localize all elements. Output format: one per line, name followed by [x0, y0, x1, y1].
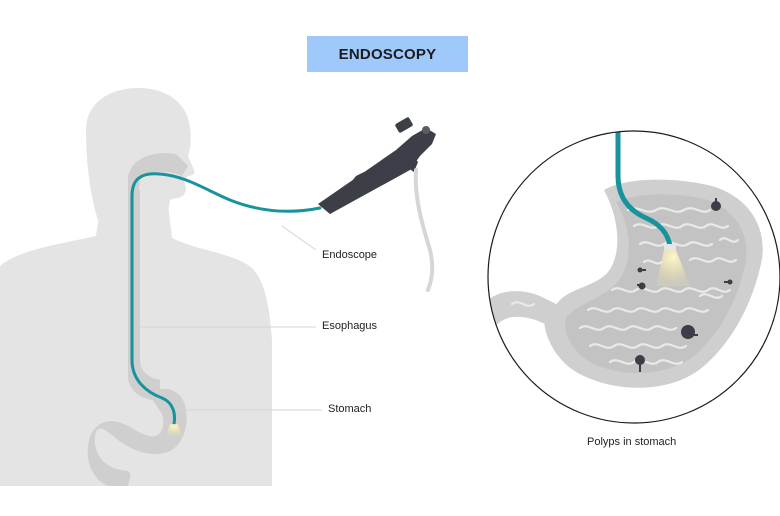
esophagus-shape	[128, 190, 160, 400]
endoscope-handle-icon	[318, 117, 436, 214]
endoscope-tube	[130, 172, 322, 426]
endoscope-label: Endoscope	[322, 249, 378, 261]
page-title: ENDOSCOPY	[338, 45, 437, 63]
handle-knob	[395, 117, 413, 133]
handle-cap	[408, 150, 418, 172]
title-background	[307, 36, 468, 72]
handle-grip	[340, 172, 364, 196]
stomach-zoom-view	[487, 130, 780, 424]
handle-valve	[422, 126, 430, 134]
polyps-label: Polyps in stomach	[587, 436, 677, 448]
body-stomach-shape	[87, 388, 187, 486]
leader-lines	[140, 225, 322, 411]
polyp-4-icon	[724, 279, 733, 285]
esophagus-label: Esophagus	[322, 320, 378, 332]
zoom-circle-border	[487, 130, 780, 424]
polyp-6-icon	[635, 355, 645, 372]
zoom-scope-tip	[664, 244, 676, 250]
scope-cable	[413, 168, 435, 292]
zoom-endoscope-tube	[615, 131, 673, 249]
oral-cavity	[128, 153, 188, 196]
endoscope-leader	[281, 225, 317, 251]
zoom-stomach-inner	[565, 194, 747, 374]
stomach-label: Stomach	[328, 403, 372, 415]
zoom-scope-light	[656, 250, 690, 286]
polyps	[635, 198, 733, 372]
scope-light	[166, 424, 182, 436]
polyp-5-icon	[681, 325, 698, 339]
polyp-1-icon	[711, 198, 721, 211]
head-shape	[86, 88, 195, 226]
zoom-intestine	[488, 291, 560, 340]
stomach-rugae	[510, 207, 740, 365]
polyp-2-icon	[637, 282, 646, 290]
polyp-3-icon	[637, 267, 646, 273]
